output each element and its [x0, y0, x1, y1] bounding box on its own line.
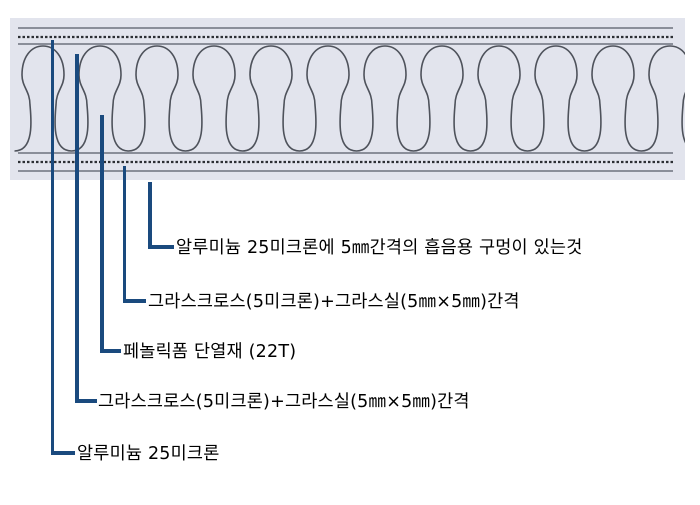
label-perforated-aluminum: 알루미늄 25미크론에 5㎜간격의 흡음용 구멍이 있는것	[176, 238, 583, 258]
label-glasscloth-bottom: 그라스크로스(5미크론)+그라스실(5㎜×5㎜)간격	[98, 392, 470, 412]
leader-top-glasscloth-elbow	[75, 399, 97, 403]
leader-bottom-glasscloth-elbow	[122, 299, 146, 303]
leader-perforated-aluminum-vertical	[148, 182, 152, 249]
leader-top-aluminum-vertical	[50, 40, 54, 455]
leader-perforated-aluminum-elbow	[148, 245, 174, 249]
panel-background	[10, 18, 685, 180]
label-phenolic-foam: 페놀릭폼 단열재 (22T)	[123, 342, 297, 362]
label-glasscloth-top: 그라스크로스(5미크론)+그라스실(5㎜×5㎜)간격	[148, 292, 520, 312]
leader-top-aluminum-elbow	[50, 451, 75, 455]
leader-phenolic-foam-elbow	[100, 349, 121, 353]
leader-top-glasscloth-vertical	[75, 54, 79, 403]
leader-phenolic-foam-vertical	[100, 115, 104, 353]
honeycomb-core-wave	[14, 45, 685, 152]
label-aluminum: 알루미늄 25미크론	[77, 444, 220, 464]
panel-cross-section	[10, 18, 685, 180]
leader-bottom-glasscloth-vertical	[122, 166, 126, 303]
